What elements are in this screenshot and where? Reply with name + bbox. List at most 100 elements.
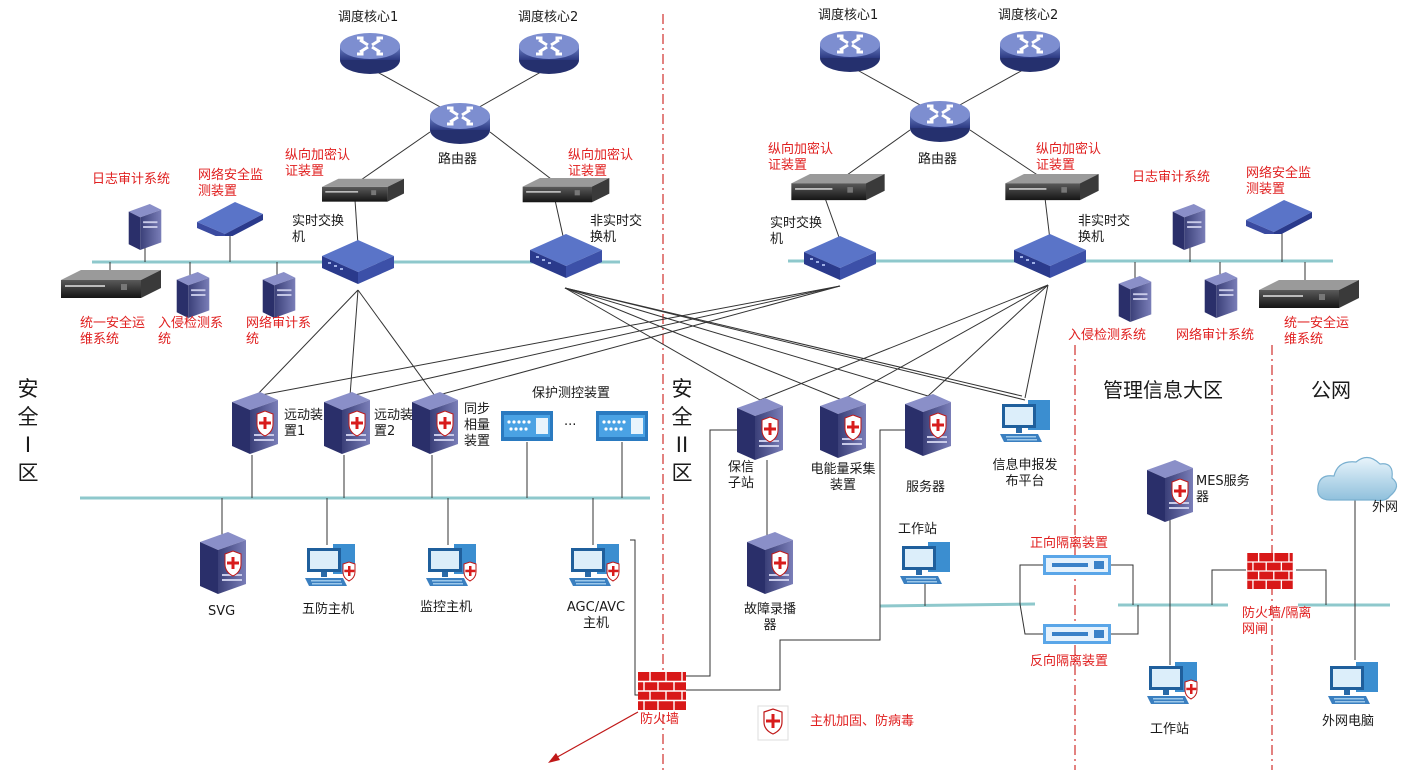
net-audit-label: 网络审计系统 xyxy=(246,316,312,347)
rtu2-server-icon xyxy=(323,392,371,454)
core-router-2-icon xyxy=(517,31,581,76)
enc2-label: 纵向加密认证装置 xyxy=(568,148,634,179)
arrow-head-icon xyxy=(548,753,560,763)
right-net-audit-label: 网络审计系统 xyxy=(1176,328,1255,343)
protection-device-2-icon xyxy=(596,411,648,441)
right-nonrealtime-switch-icon xyxy=(1014,234,1086,278)
ops-system-icon xyxy=(61,270,161,298)
info-platform-pc-icon xyxy=(1000,400,1050,442)
net-monitor-label: 网络安全监测装置 xyxy=(198,168,264,199)
internet-label: 外网 xyxy=(1372,500,1399,515)
right-router-label: 路由器 xyxy=(918,152,958,167)
wufang-label: 五防主机 xyxy=(302,602,355,617)
server-icon xyxy=(904,394,952,456)
ext-pc-label: 外网电脑 xyxy=(1322,714,1375,729)
right-core-router-1-icon xyxy=(818,29,882,74)
log-audit-label: 日志审计系统 xyxy=(92,172,171,187)
monitor-host-icon xyxy=(426,544,476,586)
rtu1-label: 远动装置1 xyxy=(284,408,324,439)
firewall-gap-icon xyxy=(1246,553,1294,589)
outgoing-arrow xyxy=(551,711,639,761)
core2-label: 调度核心2 xyxy=(518,10,579,25)
reverse-isolation-icon xyxy=(1043,624,1111,644)
mis-workstation-icon xyxy=(1147,662,1197,704)
rev-iso-label: 反向隔离装置 xyxy=(1030,654,1109,669)
mis-zone-label: 管理信息大区 xyxy=(1103,378,1223,402)
workstation-icon xyxy=(900,542,950,584)
external-pc-icon xyxy=(1328,662,1378,704)
protect-label: 保护测控装置 xyxy=(532,386,611,401)
baoxin-label: 保信子站 xyxy=(728,460,755,491)
right-nrt-switch-label: 非实时交换机 xyxy=(1078,214,1131,245)
right-core2-label: 调度核心2 xyxy=(998,8,1059,23)
right-enc2-label: 纵向加密认证装置 xyxy=(1036,142,1102,173)
workstation-label: 工作站 xyxy=(898,522,938,537)
router-icon xyxy=(428,101,492,146)
right-core-router-2-icon xyxy=(998,29,1062,74)
agc-label: AGC/AVC主机 xyxy=(566,600,626,631)
ids-label: 入侵检测系统 xyxy=(158,316,224,347)
nrt-switch-label: 非实时交换机 xyxy=(590,214,643,245)
right-encryption-device-1-icon xyxy=(791,174,885,201)
fwd-iso-label: 正向隔离装置 xyxy=(1030,536,1109,551)
right-net-monitor-icon xyxy=(1246,200,1312,234)
right-router-icon xyxy=(908,99,972,144)
log-audit-server-icon xyxy=(128,204,162,250)
svg-server-icon xyxy=(199,532,247,594)
right-net-monitor-label: 网络安全监测装置 xyxy=(1246,166,1312,197)
rt-switch-label: 实时交换机 xyxy=(292,214,345,245)
right-log-audit-server-icon xyxy=(1172,204,1206,250)
right-ids-label: 入侵检测系统 xyxy=(1068,328,1147,343)
ids-server-icon xyxy=(176,272,210,318)
forward-isolation-icon xyxy=(1043,555,1111,575)
right-core1-label: 调度核心1 xyxy=(818,8,879,23)
core1-label: 调度核心1 xyxy=(338,10,399,25)
energy-collector-icon xyxy=(819,396,867,458)
fault-recorder-icon xyxy=(746,532,794,594)
mis-ws-label: 工作站 xyxy=(1150,722,1190,737)
firewall-label: 防火墙 xyxy=(640,712,680,727)
ops-label: 统一安全运维系统 xyxy=(80,316,146,347)
router-label: 路由器 xyxy=(438,152,478,167)
rtu1-server-icon xyxy=(231,392,279,454)
right-ops-label: 统一安全运维系统 xyxy=(1284,316,1350,347)
right-log-audit-label: 日志审计系统 xyxy=(1132,170,1211,185)
core-router-1-icon xyxy=(338,31,402,76)
agc-host-icon xyxy=(569,544,619,586)
svg-label: SVG xyxy=(208,604,236,619)
right-ids-server-icon xyxy=(1118,276,1152,322)
firewall-icon xyxy=(638,672,686,710)
right-enc1-label: 纵向加密认证装置 xyxy=(768,142,834,173)
rtu2-label: 远动装置2 xyxy=(374,408,414,439)
pmu-label: 同步相量装置 xyxy=(464,402,491,449)
server-label: 服务器 xyxy=(906,480,946,495)
legend-label: 主机加固、防病毒 xyxy=(810,714,915,729)
pmu-server-icon xyxy=(411,392,459,454)
realtime-switch-icon xyxy=(322,240,394,284)
monitor-label: 监控主机 xyxy=(420,600,473,615)
net-monitor-device-icon xyxy=(197,202,263,236)
host-hardening-legend-icon xyxy=(757,705,789,741)
fault-label: 故障录播器 xyxy=(744,602,797,633)
baoxin-server-icon xyxy=(736,398,784,460)
encryption-device-1-icon xyxy=(322,178,404,202)
right-ops-system-icon xyxy=(1259,280,1359,308)
encryption-device-2-icon xyxy=(522,178,610,203)
zone-1-label: 安全Ⅰ区 xyxy=(17,377,39,485)
energy-label: 电能量采集装置 xyxy=(810,462,876,493)
protection-device-1-icon xyxy=(501,411,553,441)
right-net-audit-server-icon xyxy=(1204,272,1238,318)
right-rt-switch-label: 实时交换机 xyxy=(770,216,823,247)
wufang-host-icon xyxy=(305,544,355,586)
right-encryption-device-2-icon xyxy=(1005,174,1099,201)
mes-server-icon xyxy=(1146,460,1194,522)
ellipsis-label: ... xyxy=(564,414,577,429)
fw-gap-label: 防火墙/隔离网闸 xyxy=(1242,606,1312,637)
net-audit-server-icon xyxy=(262,272,296,318)
info-pub-label: 信息申报发布平台 xyxy=(992,458,1058,489)
zone-2-label: 安全II区 xyxy=(671,377,693,485)
enc1-label: 纵向加密认证装置 xyxy=(285,148,351,179)
cloud-icon xyxy=(1317,456,1398,502)
